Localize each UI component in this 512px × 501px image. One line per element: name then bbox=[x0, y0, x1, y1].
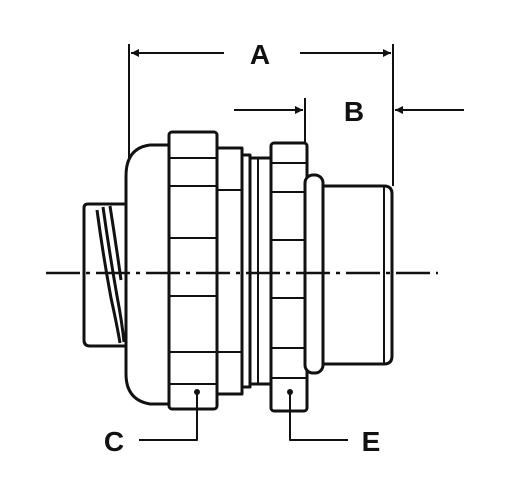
fitting-body bbox=[82, 130, 394, 413]
grip-band-1 bbox=[95, 209, 122, 344]
cap-flange bbox=[215, 146, 244, 396]
leader-e: E bbox=[287, 389, 380, 457]
locknut-e bbox=[269, 141, 309, 413]
cap-body bbox=[124, 143, 172, 406]
cap-flange-outline bbox=[215, 146, 244, 396]
hex-nut-c-outline bbox=[167, 130, 219, 411]
threaded-hub bbox=[321, 184, 394, 366]
body-neck-outline bbox=[248, 156, 274, 386]
label-e: E bbox=[362, 426, 381, 457]
locknut-e-outline bbox=[269, 141, 309, 413]
leader-c: C bbox=[104, 389, 200, 457]
threaded-hub-outline bbox=[321, 184, 394, 366]
body-neck bbox=[248, 156, 274, 386]
label-a: A bbox=[250, 39, 270, 70]
label-c: C bbox=[104, 426, 124, 457]
leader-e-line bbox=[289, 392, 348, 441]
dimension-a: A bbox=[128, 39, 394, 186]
dimension-b: B bbox=[234, 96, 464, 145]
leader-c-line bbox=[139, 392, 198, 441]
cable-grip bbox=[82, 202, 128, 348]
grip-band-2 bbox=[101, 206, 126, 343]
hex-nut-c bbox=[167, 130, 219, 411]
label-b: B bbox=[344, 96, 364, 127]
